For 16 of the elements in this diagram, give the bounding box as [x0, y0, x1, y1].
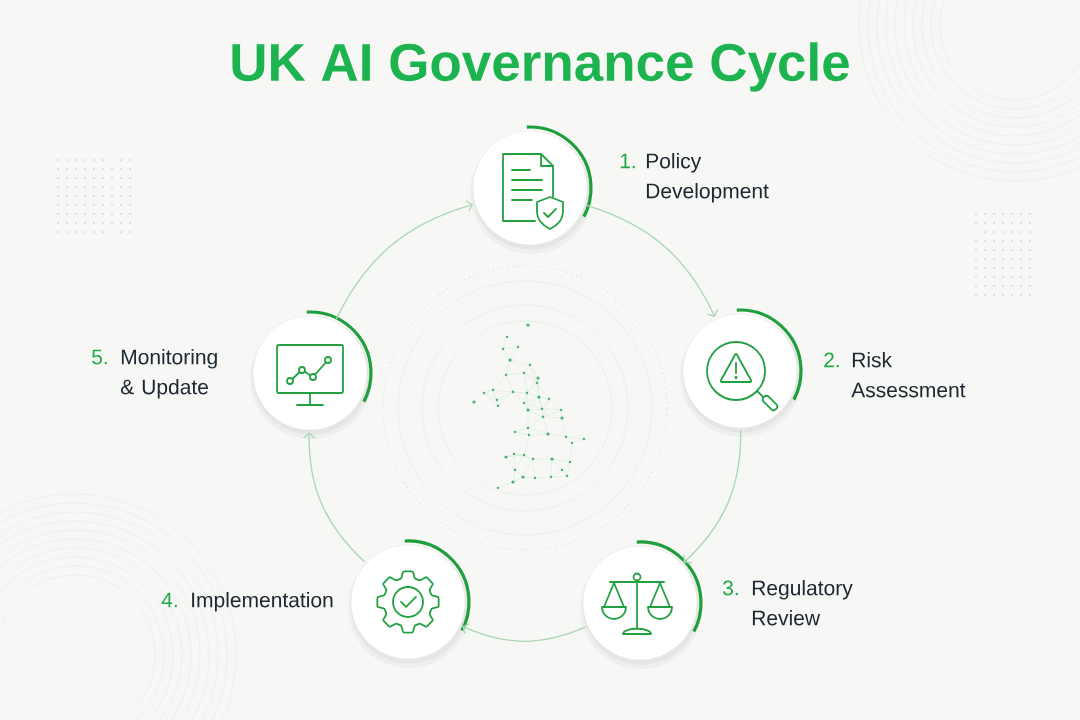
arrow [683, 429, 742, 564]
step-number: 4. [161, 592, 177, 608]
step-label: Monitoring & Update [120, 349, 217, 399]
step-number: 2. [824, 352, 839, 368]
arrow [462, 623, 587, 642]
step-number: 1. [620, 153, 635, 169]
step-label: Implementation [192, 591, 333, 612]
title: UK AI Governance Cycle [232, 42, 849, 92]
arrow [335, 200, 474, 321]
step-label: Regulatory Review [752, 579, 853, 626]
step-label: Risk Assessment [851, 351, 966, 398]
step-label: Policy Development [646, 153, 769, 203]
step-number: 5. [92, 349, 107, 365]
step-number: 3. [723, 580, 738, 596]
arrow [302, 432, 366, 563]
arrow [586, 204, 719, 318]
